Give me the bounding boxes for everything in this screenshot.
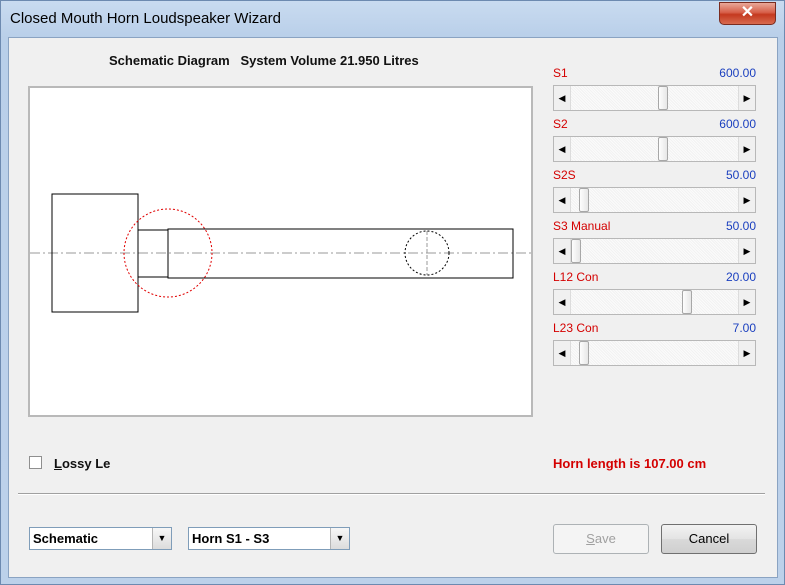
slider-value: 600.00 [719, 117, 756, 131]
slider-label: S2S [553, 168, 576, 182]
slider-label: S2 [553, 117, 568, 131]
lossy-le-checkbox[interactable] [29, 456, 42, 469]
horn-body [167, 228, 514, 279]
horn-length-status: Horn length is 107.00 cm [553, 456, 707, 471]
section-select-dropdown-button[interactable]: ▼ [330, 528, 349, 549]
scroll-left-icon[interactable]: ◀ [554, 341, 571, 365]
scrollbar-track[interactable] [571, 341, 738, 365]
slider-scrollbar[interactable]: ◀▶ [553, 136, 756, 162]
cancel-button[interactable]: Cancel [661, 524, 757, 554]
scroll-right-icon[interactable]: ▶ [738, 86, 755, 110]
slider-value: 50.00 [725, 168, 756, 182]
slider-label: L23 Con [553, 321, 599, 335]
rear-chamber [51, 193, 139, 313]
scrollbar-track[interactable] [571, 239, 738, 263]
scroll-right-icon[interactable]: ▶ [738, 239, 755, 263]
window-title: Closed Mouth Horn Loudspeaker Wizard [10, 10, 281, 27]
throat-circle [123, 208, 213, 298]
schematic-diagram-panel [28, 86, 533, 417]
close-button[interactable]: ✕ [719, 2, 776, 25]
scroll-right-icon[interactable]: ▶ [738, 137, 755, 161]
scroll-left-icon[interactable]: ◀ [554, 290, 571, 314]
view-select[interactable]: Schematic ▼ [29, 527, 172, 550]
slider-value: 7.00 [732, 321, 756, 335]
slider-label: S1 [553, 66, 568, 80]
diagram-heading: Schematic Diagram System Volume 21.950 L… [109, 53, 419, 68]
slider-scrollbar[interactable]: ◀▶ [553, 289, 756, 315]
scrollbar-thumb[interactable] [682, 290, 692, 314]
scrollbar-thumb[interactable] [579, 188, 589, 212]
section-select[interactable]: Horn S1 - S3 ▼ [188, 527, 350, 550]
scrollbar-thumb[interactable] [579, 341, 589, 365]
chevron-down-icon: ▼ [157, 533, 167, 543]
scroll-left-icon[interactable]: ◀ [554, 137, 571, 161]
scrollbar-track[interactable] [571, 290, 738, 314]
scrollbar-thumb[interactable] [658, 137, 668, 161]
scroll-left-icon[interactable]: ◀ [554, 188, 571, 212]
slider-value: 20.00 [725, 270, 756, 284]
slider-scrollbar[interactable]: ◀▶ [553, 187, 756, 213]
slider-scrollbar[interactable]: ◀▶ [553, 238, 756, 264]
scrollbar-track[interactable] [571, 188, 738, 212]
title-bar[interactable]: Closed Mouth Horn Loudspeaker Wizard ✕ [1, 1, 784, 37]
scrollbar-thumb[interactable] [658, 86, 668, 110]
view-select-dropdown-button[interactable]: ▼ [152, 528, 171, 549]
lossy-le-label[interactable]: Lossy Le [54, 456, 111, 471]
section-select-value: Horn S1 - S3 [192, 531, 270, 546]
scroll-left-icon[interactable]: ◀ [554, 86, 571, 110]
horn-schematic [30, 193, 531, 313]
scroll-right-icon[interactable]: ▶ [738, 290, 755, 314]
slider-scrollbar[interactable]: ◀▶ [553, 340, 756, 366]
slider-label: L12 Con [553, 270, 599, 284]
slider-value: 50.00 [725, 219, 756, 233]
view-select-value: Schematic [33, 531, 99, 546]
scroll-right-icon[interactable]: ▶ [738, 188, 755, 212]
mouth-circle [404, 230, 450, 276]
scrollbar-track[interactable] [571, 86, 738, 110]
slider-label: S3 Manual [553, 219, 611, 233]
save-button[interactable]: Save [553, 524, 649, 554]
scroll-right-icon[interactable]: ▶ [738, 341, 755, 365]
slider-scrollbar[interactable]: ◀▶ [553, 85, 756, 111]
slider-value: 600.00 [719, 66, 756, 80]
close-icon: ✕ [740, 4, 755, 21]
scroll-left-icon[interactable]: ◀ [554, 239, 571, 263]
scrollbar-track[interactable] [571, 137, 738, 161]
footer-separator [18, 493, 765, 495]
scrollbar-thumb[interactable] [571, 239, 581, 263]
chevron-down-icon: ▼ [335, 533, 345, 543]
